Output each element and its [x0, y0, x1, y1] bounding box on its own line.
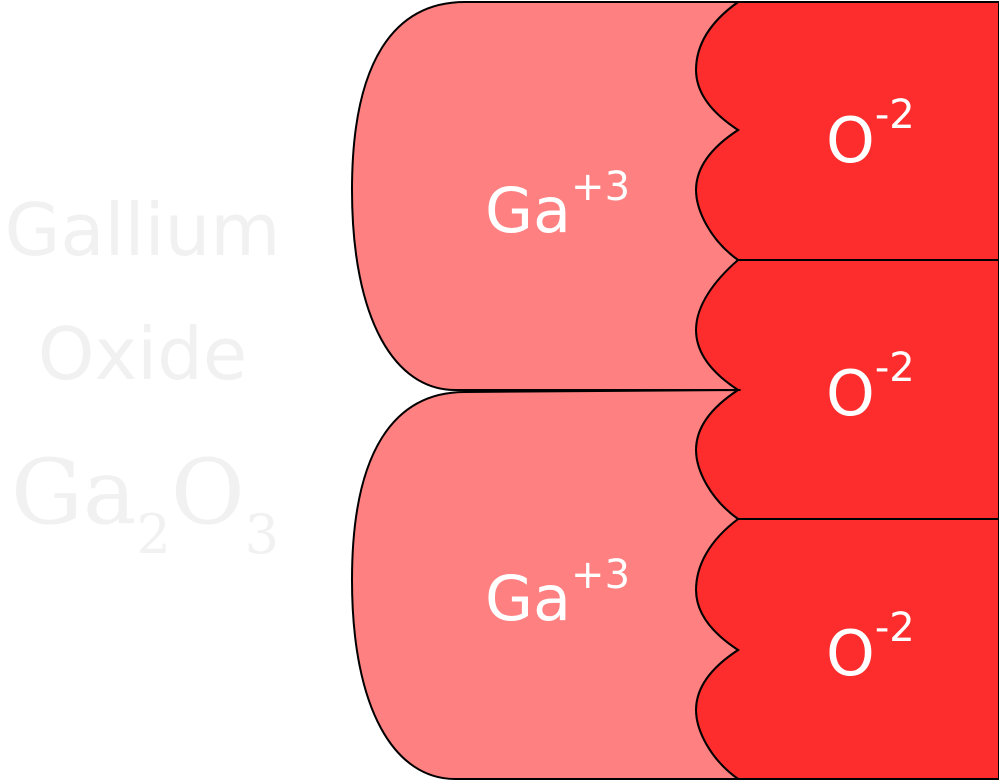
oxygen-ion-label-2: O-2: [826, 345, 915, 430]
formula-element-oxygen: O: [170, 440, 245, 545]
oxygen-ion-symbol-2: O: [826, 357, 875, 430]
chemical-formula: Ga2O3: [0, 438, 290, 566]
gallium-ion-charge-1: +3: [571, 164, 630, 210]
gallium-ion-label-1: Ga+3: [485, 164, 630, 247]
oxygen-ion-label-3: O-2: [826, 605, 915, 690]
compound-name: Gallium Oxide: [0, 168, 285, 416]
compound-name-line-1: Gallium: [4, 188, 281, 272]
gallium-ion-piece-2: [350, 388, 742, 780]
oxygen-ion-symbol-1: O: [826, 104, 875, 177]
gallium-ion-piece-1: [350, 1, 742, 391]
formula-subscript-gallium: 2: [136, 503, 171, 566]
oxygen-ion-charge-1: -2: [875, 92, 915, 138]
gallium-ion-symbol-2: Ga: [485, 562, 571, 635]
gallium-ion-label-2: Ga+3: [485, 552, 630, 635]
gallium-ion-charge-2: +3: [571, 552, 630, 598]
formula-element-gallium: Ga: [10, 440, 137, 545]
oxygen-ion-charge-3: -2: [875, 605, 915, 651]
oxygen-ion-symbol-3: O: [826, 617, 875, 690]
compound-name-line-2: Oxide: [37, 312, 248, 396]
oxygen-ion-charge-2: -2: [875, 345, 915, 391]
formula-subscript-oxygen: 3: [244, 503, 280, 566]
oxygen-ion-label-1: O-2: [826, 92, 915, 177]
gallium-ion-symbol-1: Ga: [485, 174, 571, 247]
